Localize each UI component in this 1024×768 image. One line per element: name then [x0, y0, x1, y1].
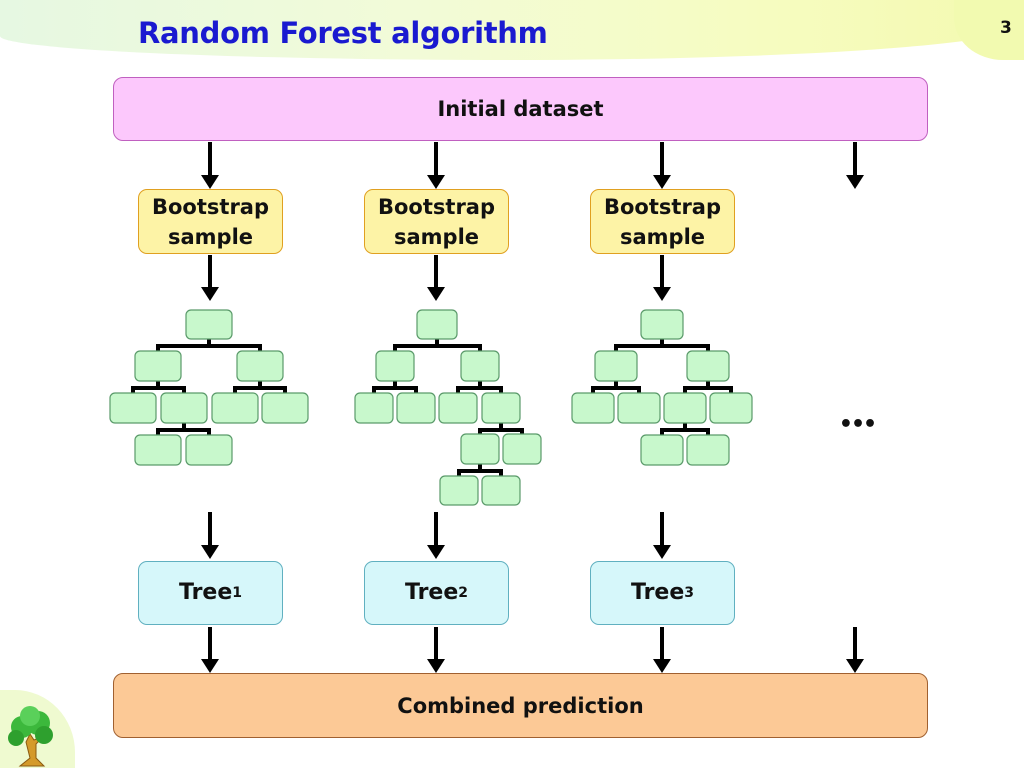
tree-node — [617, 392, 661, 424]
tree-label: Tree — [404, 580, 459, 605]
arrow-head-icon — [201, 175, 219, 189]
bootstrap-label: Bootstrap — [152, 194, 269, 219]
bootstrap-sample-box: Bootstrap sample — [364, 189, 509, 254]
bootstrap-sample-box: Bootstrap sample — [138, 189, 283, 254]
arrow-head-icon — [201, 287, 219, 301]
tree-node — [439, 475, 479, 506]
arrow-head-icon — [201, 545, 219, 559]
arrow-head-icon — [653, 287, 671, 301]
arrow-head-icon — [201, 659, 219, 673]
tree-node — [481, 392, 521, 424]
tree-node — [460, 433, 500, 465]
arrow-head-icon — [653, 659, 671, 673]
page-number: 3 — [1000, 18, 1012, 38]
tree-node — [185, 309, 233, 340]
arrow-head-icon — [653, 175, 671, 189]
tree-node — [709, 392, 753, 424]
tree-logo-icon — [8, 706, 53, 767]
initial-dataset-box: Initial dataset — [113, 77, 928, 141]
arrow-head-icon — [427, 659, 445, 673]
arrow-head-icon — [653, 545, 671, 559]
tree-node — [663, 392, 707, 424]
arrow-head-icon — [427, 287, 445, 301]
tree-node — [640, 309, 684, 340]
ellipsis: ••• — [838, 412, 877, 437]
slide-title: Random Forest algorithm — [138, 16, 548, 50]
bootstrap-label: Bootstrap — [604, 194, 721, 219]
tree-node — [481, 475, 521, 506]
tree-node — [134, 350, 182, 382]
tree-node — [261, 392, 309, 424]
tree-node — [416, 309, 458, 340]
arrow-head-icon — [427, 545, 445, 559]
tree-node — [594, 350, 638, 382]
tree-node — [460, 350, 500, 382]
tree-node — [438, 392, 478, 424]
tree-label: Tree — [630, 580, 685, 605]
tree-node — [686, 434, 730, 466]
tree-node — [686, 350, 730, 382]
arrow-head-icon — [427, 175, 445, 189]
tree-node — [640, 434, 684, 466]
arrow-head-icon — [846, 175, 864, 189]
bootstrap-label: Bootstrap — [378, 194, 495, 219]
tree-node — [502, 433, 542, 465]
tree-node — [134, 434, 182, 466]
tree-node — [185, 434, 233, 466]
tree-node — [160, 392, 208, 424]
combined-prediction-box: Combined prediction — [113, 673, 928, 738]
header-background — [0, 0, 1024, 60]
tree-node — [396, 392, 436, 424]
sample-label: sample — [619, 224, 706, 249]
arrow-head-icon — [846, 659, 864, 673]
tree-label: Tree — [178, 580, 233, 605]
bootstrap-sample-box: Bootstrap sample — [590, 189, 735, 254]
tree-node — [354, 392, 394, 424]
sample-label: sample — [167, 224, 254, 249]
tree-node — [375, 350, 415, 382]
tree-node — [211, 392, 259, 424]
sample-label: sample — [393, 224, 480, 249]
tree-node — [109, 392, 157, 424]
tree-node — [236, 350, 284, 382]
tree-node — [571, 392, 615, 424]
